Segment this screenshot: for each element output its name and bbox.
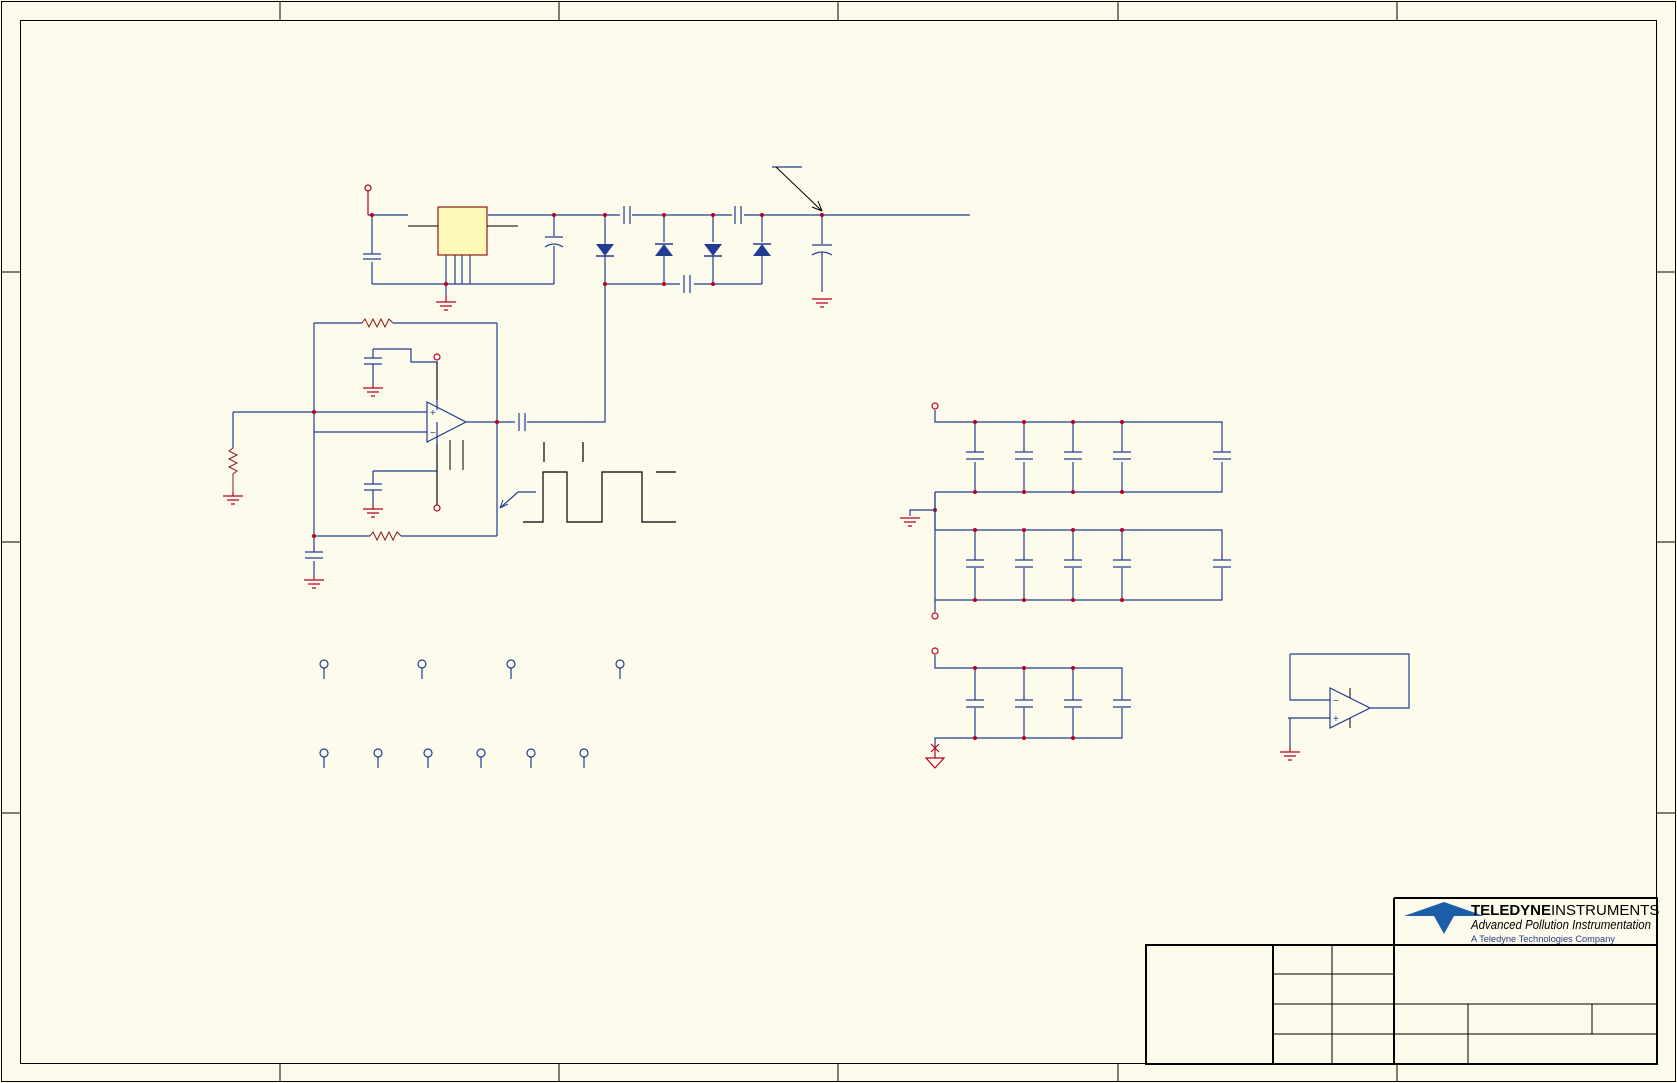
resistor (361, 317, 394, 329)
wire-net (368, 166, 970, 423)
test-point (615, 659, 625, 679)
op-amp-plus-symbol: + (1333, 714, 1339, 725)
junction-dots (370, 213, 824, 286)
ground-symbol (436, 296, 456, 311)
teledyne-logo: TELEDYNE INSTRUMENTS Advanced Pollution … (1404, 902, 1659, 944)
test-point (423, 748, 433, 768)
charge-pump-section (363, 166, 970, 423)
square-wave-annotation (523, 442, 676, 523)
polarized-capacitor (811, 244, 833, 256)
series-capacitor (620, 206, 632, 224)
power-port (433, 504, 441, 512)
test-point (579, 748, 589, 768)
ground-symbol (924, 743, 946, 769)
decoupling-bank-b (931, 492, 1231, 620)
shunt-capacitor (364, 349, 382, 384)
test-point (476, 748, 486, 768)
logo-division: Advanced Pollution Instrumentation (1470, 918, 1651, 932)
annotation-arrowhead (811, 200, 823, 212)
diode (753, 243, 771, 256)
decoupling-capacitor-row (966, 559, 1231, 568)
title-block (1145, 897, 1658, 1065)
op-amp-minus-symbol: − (430, 428, 436, 439)
diode (655, 243, 673, 256)
test-point (319, 659, 329, 679)
resistor (227, 447, 239, 492)
power-port (433, 353, 441, 361)
op-amp-minus-symbol: − (1333, 696, 1339, 707)
logo-company: TELEDYNE (1471, 902, 1551, 919)
shunt-capacitor (364, 471, 382, 505)
op-amp (426, 401, 468, 443)
test-points (319, 659, 625, 768)
power-port (931, 647, 939, 655)
resistor (369, 530, 402, 542)
ground-symbol (363, 505, 383, 518)
decoupling-bank-c (924, 647, 1131, 769)
op-amp-plus-symbol: + (430, 408, 436, 419)
teledyne-logo-mark (1404, 902, 1484, 934)
test-point (526, 748, 536, 768)
power-port-vin-symbol (364, 184, 372, 192)
diode (596, 244, 614, 257)
regulator-ic (437, 206, 488, 256)
op-amp-pins (436, 362, 464, 505)
ground-symbol (304, 576, 324, 589)
test-point (319, 748, 329, 768)
ground-symbol (223, 492, 243, 505)
test-point (417, 659, 427, 679)
logo-tagline: A Teledyne Technologies Company (1471, 934, 1616, 944)
polarized-capacitor (544, 236, 564, 248)
buffer-section: − + (1280, 653, 1410, 761)
diode (704, 244, 722, 257)
logo-company-suffix: INSTRUMENTS (1551, 902, 1659, 919)
annotation-arrow (775, 166, 823, 212)
series-capacitor (515, 413, 527, 431)
shunt-capacitor (363, 253, 381, 260)
ground-symbol (1280, 748, 1300, 761)
ground-symbol (363, 384, 383, 397)
ground-symbol (900, 517, 920, 527)
power-port (931, 612, 939, 620)
power-port (931, 402, 939, 410)
junction-dots (312, 410, 499, 538)
test-point (506, 659, 516, 679)
series-capacitor (680, 275, 694, 293)
series-capacitor (732, 206, 744, 224)
decoupling-capacitor-row (966, 699, 1131, 708)
wire-net (232, 322, 536, 576)
ground-symbol (812, 298, 832, 308)
decoupling-bank-a (900, 402, 1231, 530)
annotation-arrowhead (499, 499, 509, 509)
shunt-capacitor (305, 551, 323, 559)
decoupling-capacitor-row (966, 451, 1231, 460)
oscillator-section: + − (223, 317, 676, 589)
test-point (373, 748, 383, 768)
